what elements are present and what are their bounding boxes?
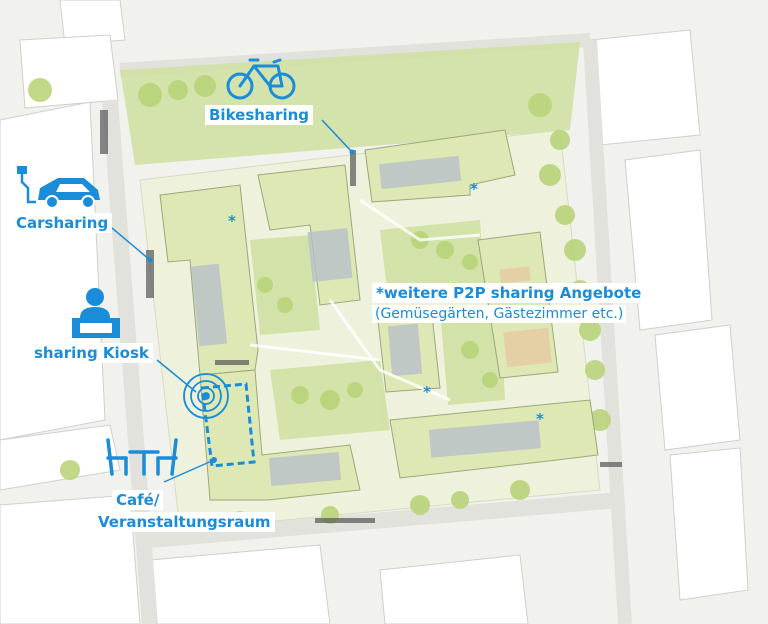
p2p-offers-title: *weitere P2P sharing Angebote	[372, 283, 646, 303]
p2p-marker-asterisk: *	[228, 212, 236, 230]
bicycle-icon	[226, 58, 296, 100]
garden-plots	[499, 266, 552, 368]
cafe-table-chairs-icon	[106, 438, 178, 476]
bike-racks	[100, 110, 622, 523]
roof-panels	[190, 155, 541, 487]
park-areas	[120, 42, 580, 440]
leader-lines	[111, 119, 353, 483]
car-icon	[17, 166, 100, 209]
p2p-marker-asterisk: *	[423, 383, 431, 401]
p2p-marker-asterisk: *	[470, 180, 478, 198]
carsharing-label: Carsharing	[12, 213, 113, 233]
location-target-icon	[183, 373, 229, 419]
cafe-label-line1: Café/	[112, 490, 164, 510]
cafe-dashed-outline	[200, 382, 256, 468]
p2p-marker-asterisk: *	[536, 410, 544, 428]
kiosk-label: sharing Kiosk	[30, 343, 153, 363]
kiosk-person-icon	[72, 288, 120, 338]
cafe-label-line2: Veranstaltungsraum	[94, 512, 275, 532]
paths	[249, 198, 481, 402]
p2p-offers-subtitle: (Gemüsegärten, Gästezimmer etc.)	[372, 305, 627, 323]
bikesharing-label: Bikesharing	[205, 105, 314, 125]
